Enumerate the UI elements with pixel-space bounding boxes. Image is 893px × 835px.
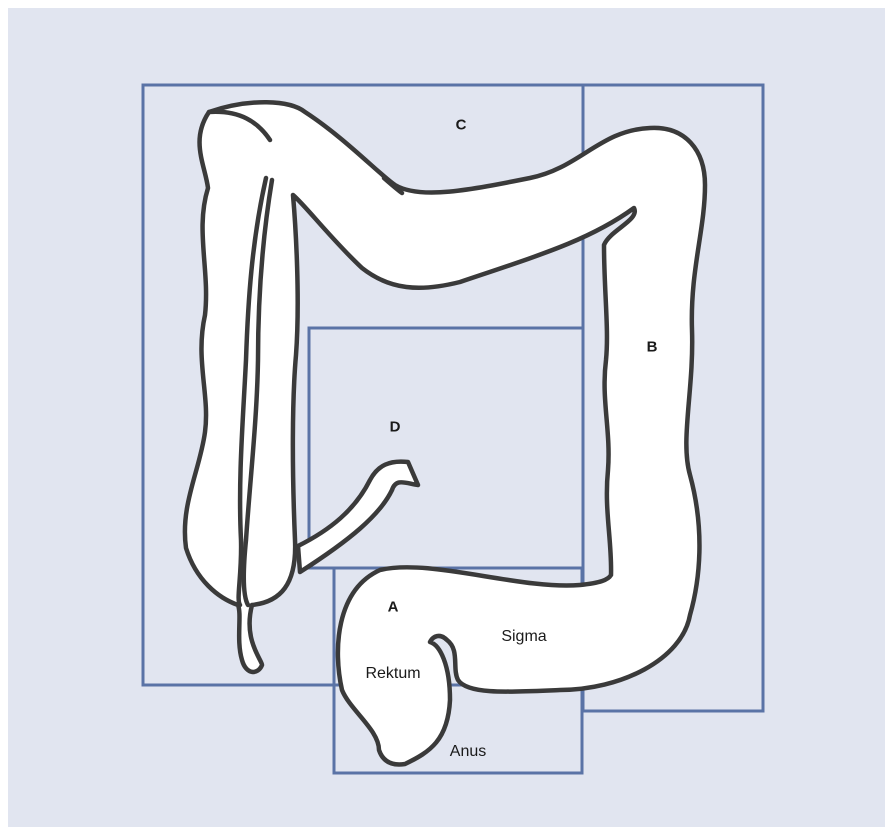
label-sigma: Sigma: [501, 628, 546, 646]
region-label-d: D: [390, 419, 401, 436]
region-label-b: B: [647, 339, 658, 356]
region-label-a: A: [388, 599, 399, 616]
label-anus: Anus: [450, 743, 486, 761]
region-label-c: C: [456, 117, 467, 134]
ileum-stub: [298, 462, 418, 572]
label-rektum: Rektum: [365, 665, 420, 683]
